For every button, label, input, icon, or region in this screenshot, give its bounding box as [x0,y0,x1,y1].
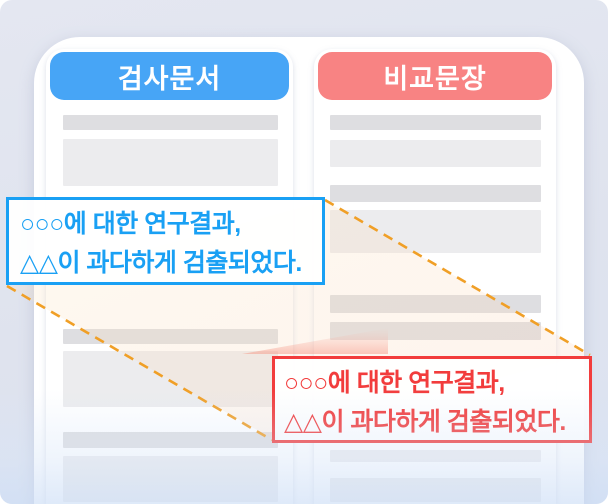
text-line-placeholder [63,329,278,344]
text-line-placeholder [63,351,278,407]
inspection-sentence-callout: ○○○에 대한 연구결과, △△이 과다하게 검출되었다. [6,197,325,285]
text-line-placeholder [63,432,278,448]
text-line-placeholder [63,115,278,130]
comparison-sentence-callout: ○○○에 대한 연구결과, △△이 과다하게 검출되었다. [272,356,592,443]
text-line-placeholder [330,322,541,340]
text-line-placeholder [63,139,278,186]
inspection-document-title: 검사문서 [117,63,222,94]
text-line-placeholder [330,115,541,130]
text-line-placeholder [330,450,541,462]
comparison-sentence-line1: ○○○에 대한 연구결과, [284,369,505,397]
comparison-sentence-title: 비교문장 [383,63,487,94]
comparison-sentence-line2: △△이 과다하게 검출되었다. [284,408,566,436]
comparison-sentence-header: 비교문장 [318,52,552,100]
inspection-sentence-line1: ○○○에 대한 연구결과, [20,210,241,238]
inspection-sentence-line2: △△이 과다하게 검출되었다. [20,249,302,277]
inspection-document-header: 검사문서 [50,52,289,100]
text-line-placeholder [330,295,541,313]
text-line-placeholder [330,140,541,167]
text-line-placeholder [330,185,541,202]
text-line-placeholder [330,478,541,502]
text-line-placeholder [63,456,278,502]
text-line-placeholder [330,210,541,253]
